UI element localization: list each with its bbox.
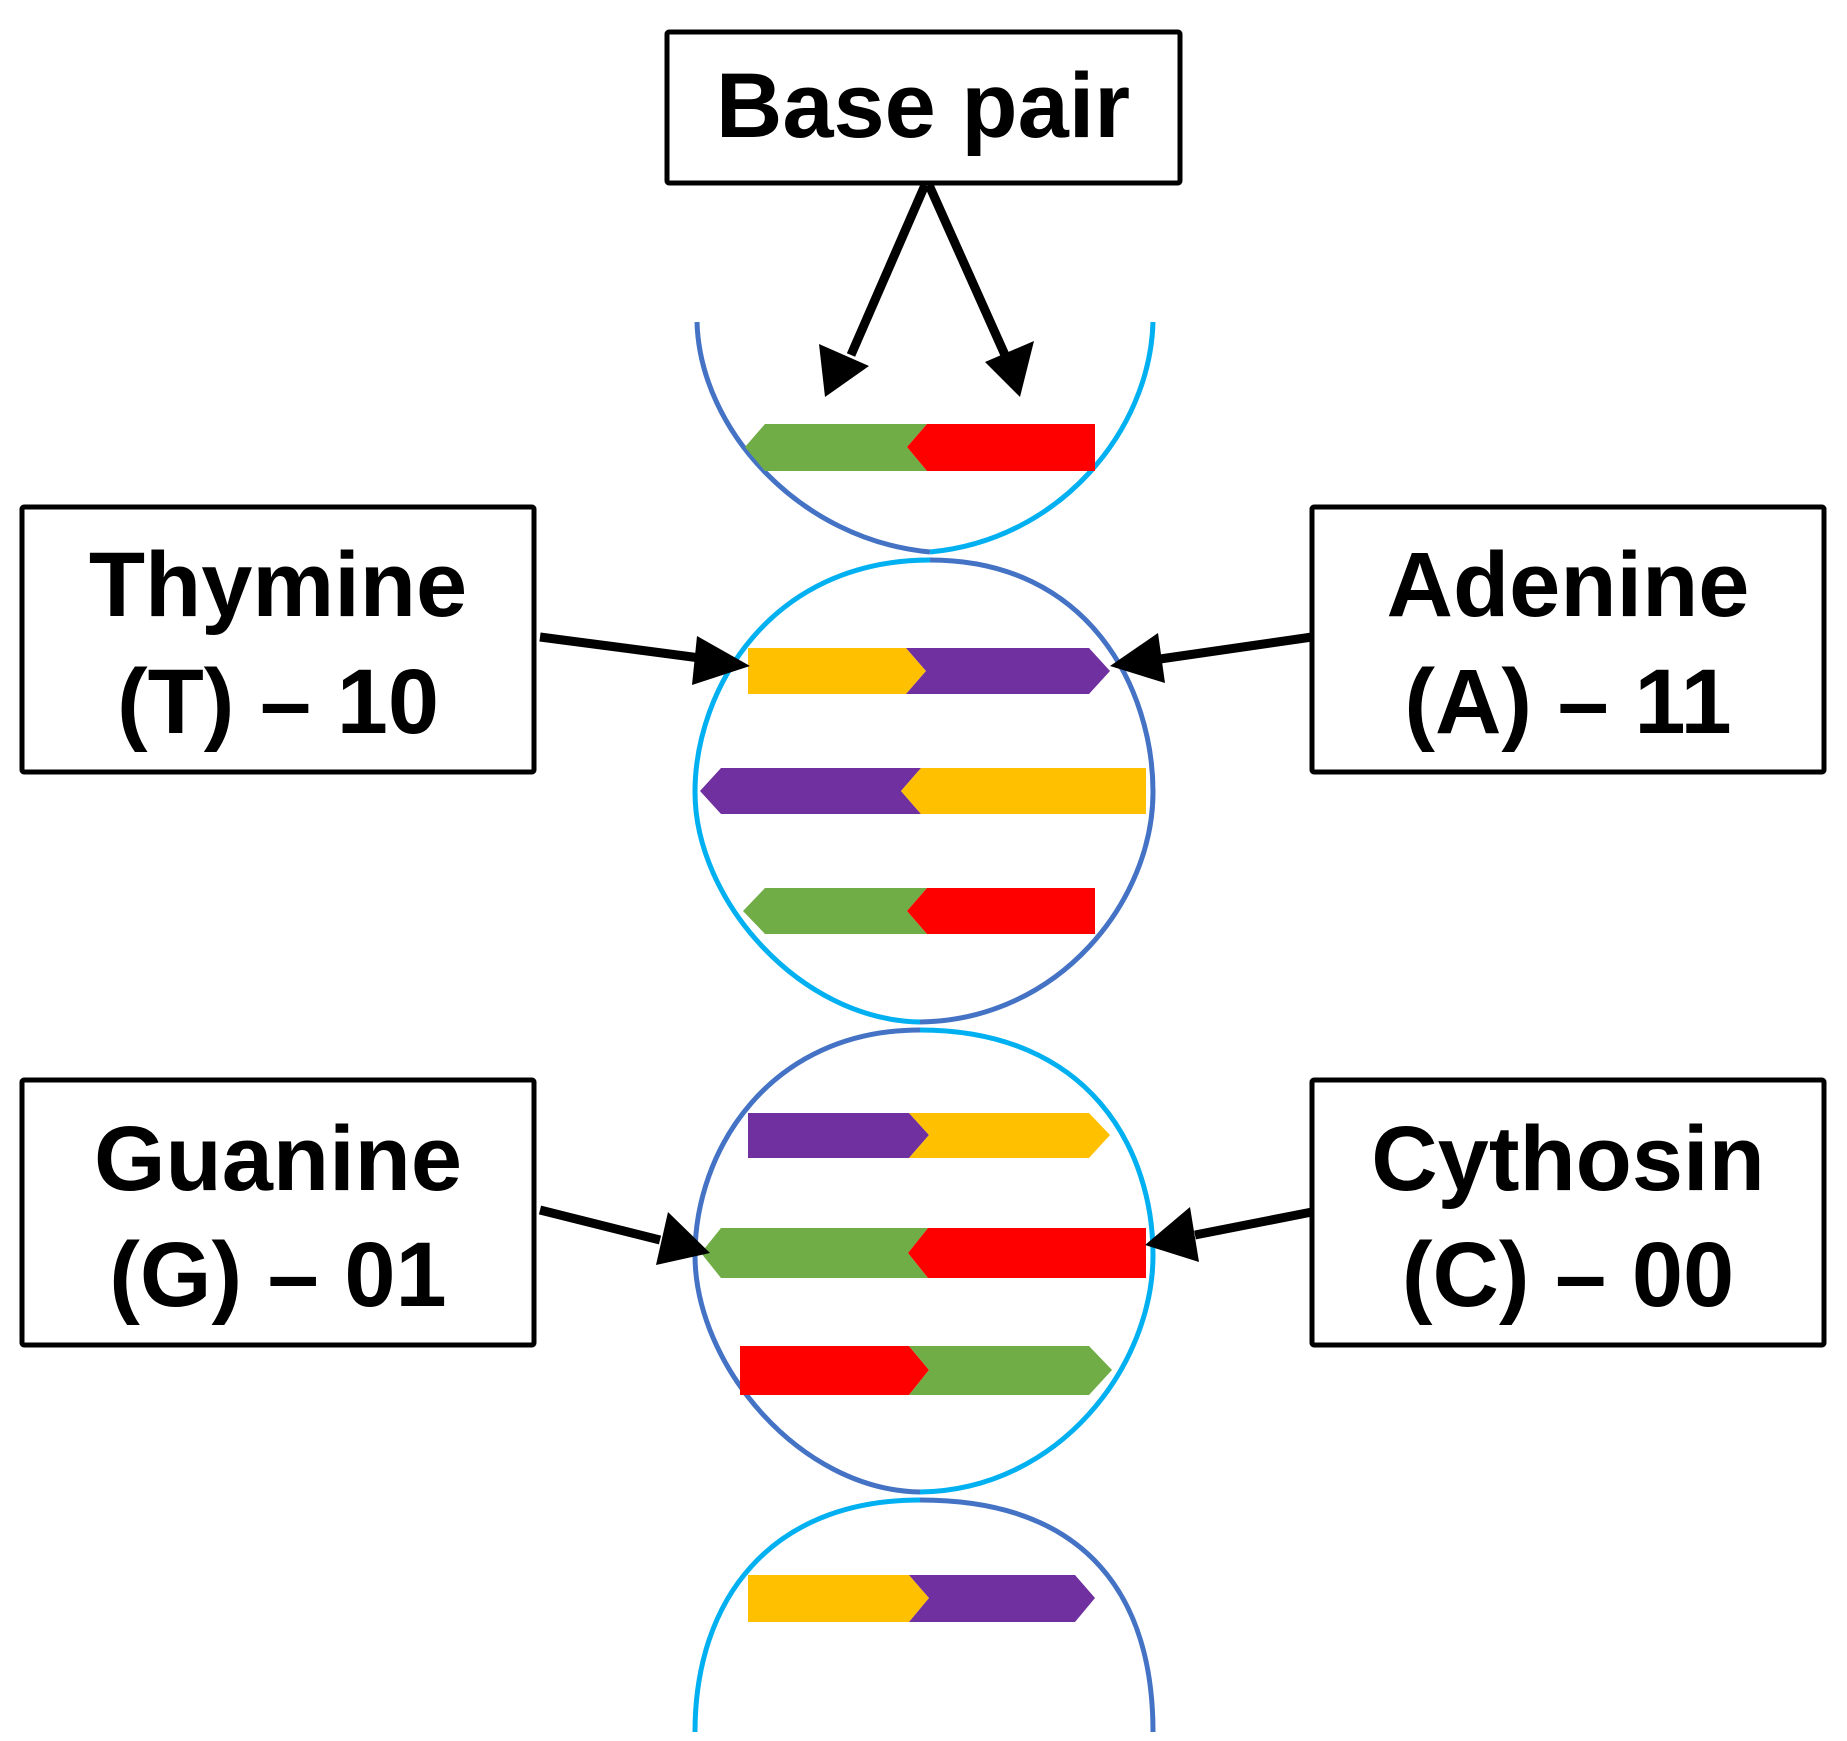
base-adenine (909, 1575, 1095, 1622)
base-guanine (701, 1228, 928, 1278)
arrow-line (846, 183, 930, 357)
strand-dark (919, 557, 1156, 1025)
guanine-code: (G) – 01 (109, 1224, 446, 1326)
base-adenine (700, 768, 921, 814)
label-thymine: Thymine (T) – 10 (19, 504, 537, 775)
strand-light (919, 1027, 1156, 1495)
base-pair-label: Base pair (716, 55, 1130, 157)
thymine-code: (T) – 10 (117, 651, 439, 753)
base-cytosine (907, 888, 1095, 934)
base-cytosine (740, 1346, 929, 1395)
base-guanine (743, 888, 927, 934)
strand-light (692, 557, 931, 1025)
arrow-head (656, 1212, 710, 1265)
adenine-name: Adenine (1387, 534, 1750, 636)
base-guanine (745, 424, 927, 471)
strand-dark (919, 1497, 1156, 1733)
cytosine-name: Cythosin (1371, 1108, 1765, 1210)
arrow-line (1159, 632, 1313, 664)
label-cytosine: Cythosin (C) – 00 (1309, 1077, 1827, 1348)
arrow-head (985, 341, 1034, 397)
arrows (538, 183, 1313, 1265)
arrow-head (1145, 1207, 1199, 1262)
base-guanine (909, 1346, 1112, 1395)
adenine-code: (A) – 11 (1404, 651, 1731, 753)
arrow-head (692, 636, 750, 685)
arrow-line (539, 632, 701, 663)
guanine-name: Guanine (94, 1108, 462, 1210)
arrow-line (538, 1205, 662, 1245)
base-adenine (906, 648, 1110, 694)
base-thymine (901, 768, 1146, 814)
arrow-line (924, 183, 1010, 357)
base-thymine (748, 1575, 929, 1622)
label-base-pair: Base pair (664, 29, 1183, 186)
arrow-head (819, 344, 869, 397)
strand-light (929, 321, 1156, 555)
strand-light (692, 1497, 921, 1733)
label-guanine: Guanine (G) – 01 (19, 1077, 537, 1348)
base-thymine (909, 1113, 1110, 1158)
base-adenine (748, 1113, 929, 1158)
arrow-head (1110, 633, 1165, 683)
label-adenine: Adenine (A) – 11 (1309, 504, 1827, 775)
arrow-line (1194, 1207, 1313, 1240)
base-thymine (748, 648, 926, 694)
dna-helix (692, 321, 1156, 1733)
thymine-name: Thymine (89, 534, 467, 636)
base-cytosine (907, 424, 1095, 471)
strand-dark (694, 321, 931, 555)
base-cytosine (908, 1228, 1146, 1278)
base-pairs (700, 424, 1146, 1622)
cytosine-code: (C) – 00 (1402, 1224, 1734, 1326)
